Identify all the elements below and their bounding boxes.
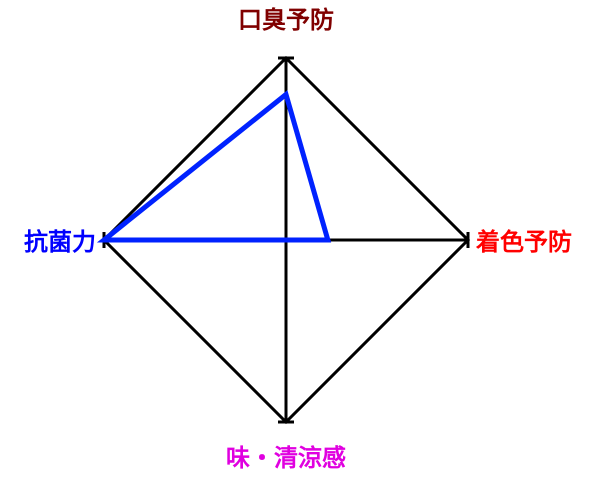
axis-label: 抗菌力 [24, 228, 96, 256]
axis-label: 口臭予防 [238, 6, 334, 34]
series-polygon [96, 90, 332, 243]
axis-label: 着色予防 [476, 228, 572, 256]
axis-label: 味・清涼感 [226, 444, 346, 472]
